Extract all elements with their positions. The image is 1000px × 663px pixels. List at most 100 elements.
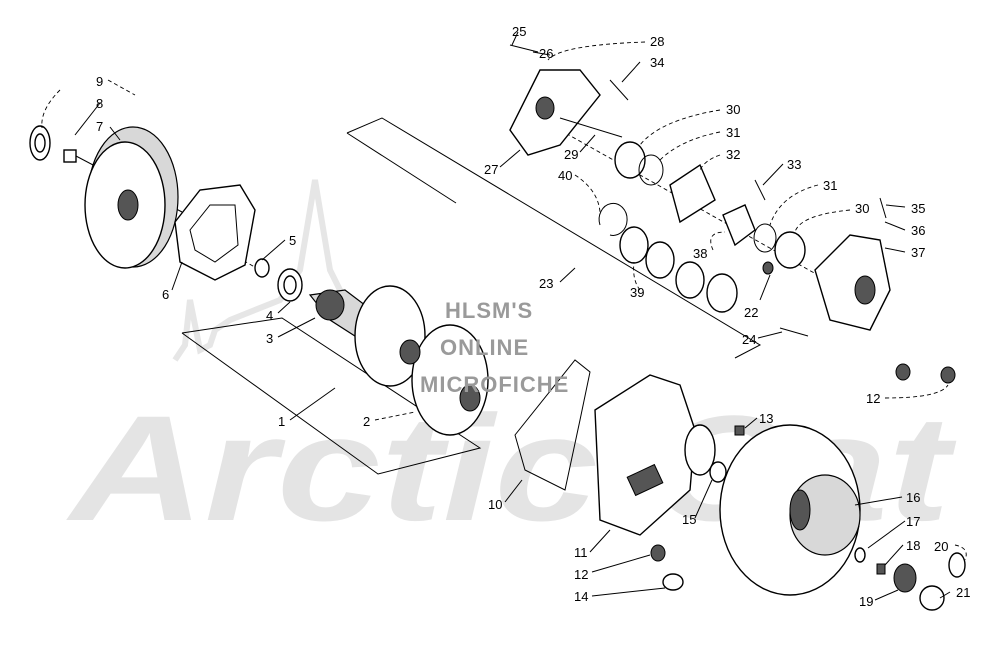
leader-12a xyxy=(591,554,651,573)
leader-1 xyxy=(289,387,336,421)
leader-27 xyxy=(499,149,521,168)
callout-6: 6 xyxy=(162,287,169,302)
callout-40: 40 xyxy=(558,168,572,183)
output-spline xyxy=(684,424,716,476)
nut-12-upper-b xyxy=(940,366,956,384)
leader-16 xyxy=(854,496,903,506)
callout-29: 29 xyxy=(564,147,578,162)
callout-25: 25 xyxy=(512,24,526,39)
axis-right xyxy=(559,129,881,311)
callout-13: 13 xyxy=(759,411,773,426)
leader-39 xyxy=(633,261,641,291)
watermark-line-1: HLSM'S xyxy=(445,298,533,323)
callout-12-lower: 12 xyxy=(574,567,588,582)
callout-39: 39 xyxy=(630,285,644,300)
callout-18: 18 xyxy=(906,538,920,553)
pin-29 xyxy=(559,117,623,138)
leader-25 xyxy=(511,31,519,46)
callout-21: 21 xyxy=(956,585,970,600)
callout-12-upper: 12 xyxy=(866,391,880,406)
leader-6 xyxy=(171,261,183,291)
nut-12-upper-a xyxy=(895,363,911,381)
callout-23: 23 xyxy=(539,276,553,291)
leader-31b xyxy=(769,184,819,226)
bolt-8-head xyxy=(63,149,77,163)
leader-40 xyxy=(574,174,601,213)
leaders xyxy=(41,31,967,601)
callout-31-top: 31 xyxy=(726,125,740,140)
leader-9 xyxy=(107,79,136,96)
callout-30-top: 30 xyxy=(726,102,740,117)
snap-ring-40 xyxy=(598,202,628,236)
bracket-6 xyxy=(174,184,256,281)
oring-15 xyxy=(709,461,727,483)
leader-28 xyxy=(547,41,646,61)
piston-30a xyxy=(614,141,646,179)
leader-23 xyxy=(559,267,576,283)
bracket-23 xyxy=(346,117,762,359)
leader-8 xyxy=(74,102,101,136)
leader-9b xyxy=(41,89,61,129)
leader-13 xyxy=(744,417,758,429)
callout-35: 35 xyxy=(911,201,925,216)
leader-10 xyxy=(504,479,523,503)
callout-14: 14 xyxy=(574,589,588,604)
plate-38 xyxy=(722,204,756,247)
leader-17 xyxy=(867,520,906,549)
caliper-27 xyxy=(509,69,601,156)
seal-31b xyxy=(753,223,777,253)
screw-18 xyxy=(876,563,886,575)
callout-17: 17 xyxy=(906,514,920,529)
callout-16: 16 xyxy=(906,490,920,505)
leader-14 xyxy=(591,587,666,597)
parts xyxy=(29,44,966,611)
leader-38 xyxy=(710,231,726,251)
leader-35 xyxy=(885,204,906,208)
leader-7 xyxy=(109,126,121,141)
callout-24: 24 xyxy=(742,332,756,347)
callout-10: 10 xyxy=(488,497,502,512)
leader-24 xyxy=(757,331,783,339)
shaft-3-spline xyxy=(315,289,345,321)
leader-26 xyxy=(532,51,551,56)
callout-3: 3 xyxy=(266,331,273,346)
callout-9: 9 xyxy=(96,74,103,89)
callout-33: 33 xyxy=(787,157,801,172)
leader-15 xyxy=(694,479,713,519)
callout-27: 27 xyxy=(484,162,498,177)
brake-disc-center xyxy=(789,489,811,531)
leader-18 xyxy=(884,544,904,566)
bracket-1 xyxy=(181,317,482,475)
washer-17 xyxy=(854,547,866,563)
bolt-24 xyxy=(779,327,809,337)
site-watermark: HLSM'S ONLINE MICROFICHE xyxy=(420,298,569,397)
callout-28: 28 xyxy=(650,34,664,49)
sprocket-2b-hub xyxy=(459,384,481,412)
leader-33 xyxy=(762,163,784,186)
leader-29 xyxy=(579,134,596,153)
leader-12b xyxy=(884,384,949,399)
leader-5 xyxy=(261,239,286,261)
leader-30a xyxy=(639,109,721,146)
callout-30-right: 30 xyxy=(855,201,869,216)
watermark-line-3: MICROFICHE xyxy=(420,372,569,397)
plug-20 xyxy=(948,552,966,578)
bleeder-35 xyxy=(879,197,887,219)
callout-37: 37 xyxy=(911,245,925,260)
leader-34 xyxy=(621,61,641,83)
leader-31a xyxy=(659,131,721,161)
callout-34: 34 xyxy=(650,55,664,70)
bearing-4-inner xyxy=(283,275,297,295)
bearing-39 xyxy=(619,226,649,264)
caliper-27-hole xyxy=(535,96,555,120)
washer-9-hole xyxy=(34,133,46,153)
callout-5: 5 xyxy=(289,233,296,248)
callout-38: 38 xyxy=(693,246,707,261)
leader-37 xyxy=(884,247,906,253)
seal-31a xyxy=(638,154,664,186)
caliper-37-bore xyxy=(854,275,876,305)
callout-31-right: 31 xyxy=(823,178,837,193)
leader-11 xyxy=(589,529,611,553)
callout-2: 2 xyxy=(363,414,370,429)
